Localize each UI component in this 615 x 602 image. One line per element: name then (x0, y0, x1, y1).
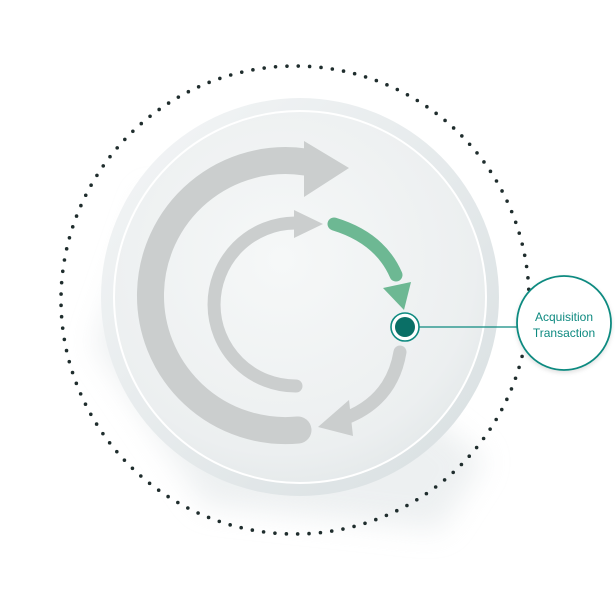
callout-label-line2: Transaction (533, 326, 595, 340)
callout-bubble[interactable] (516, 275, 612, 371)
outer-arc-arrowhead (304, 141, 349, 197)
inner-arc-arrowhead (294, 210, 323, 238)
outer-arc-arrow (137, 147, 319, 445)
lower-arc-arrowhead (318, 400, 353, 436)
inner-arc-arrow (207, 216, 303, 393)
highlight-arc-arrowhead (383, 282, 411, 310)
cycle-arrows-icon (137, 141, 411, 445)
node-marker-icon[interactable] (390, 312, 420, 342)
highlight-arc-arrow (327, 217, 403, 282)
callout-label-line1: Acquisition (535, 310, 593, 324)
lower-arc-arrow (339, 345, 407, 425)
